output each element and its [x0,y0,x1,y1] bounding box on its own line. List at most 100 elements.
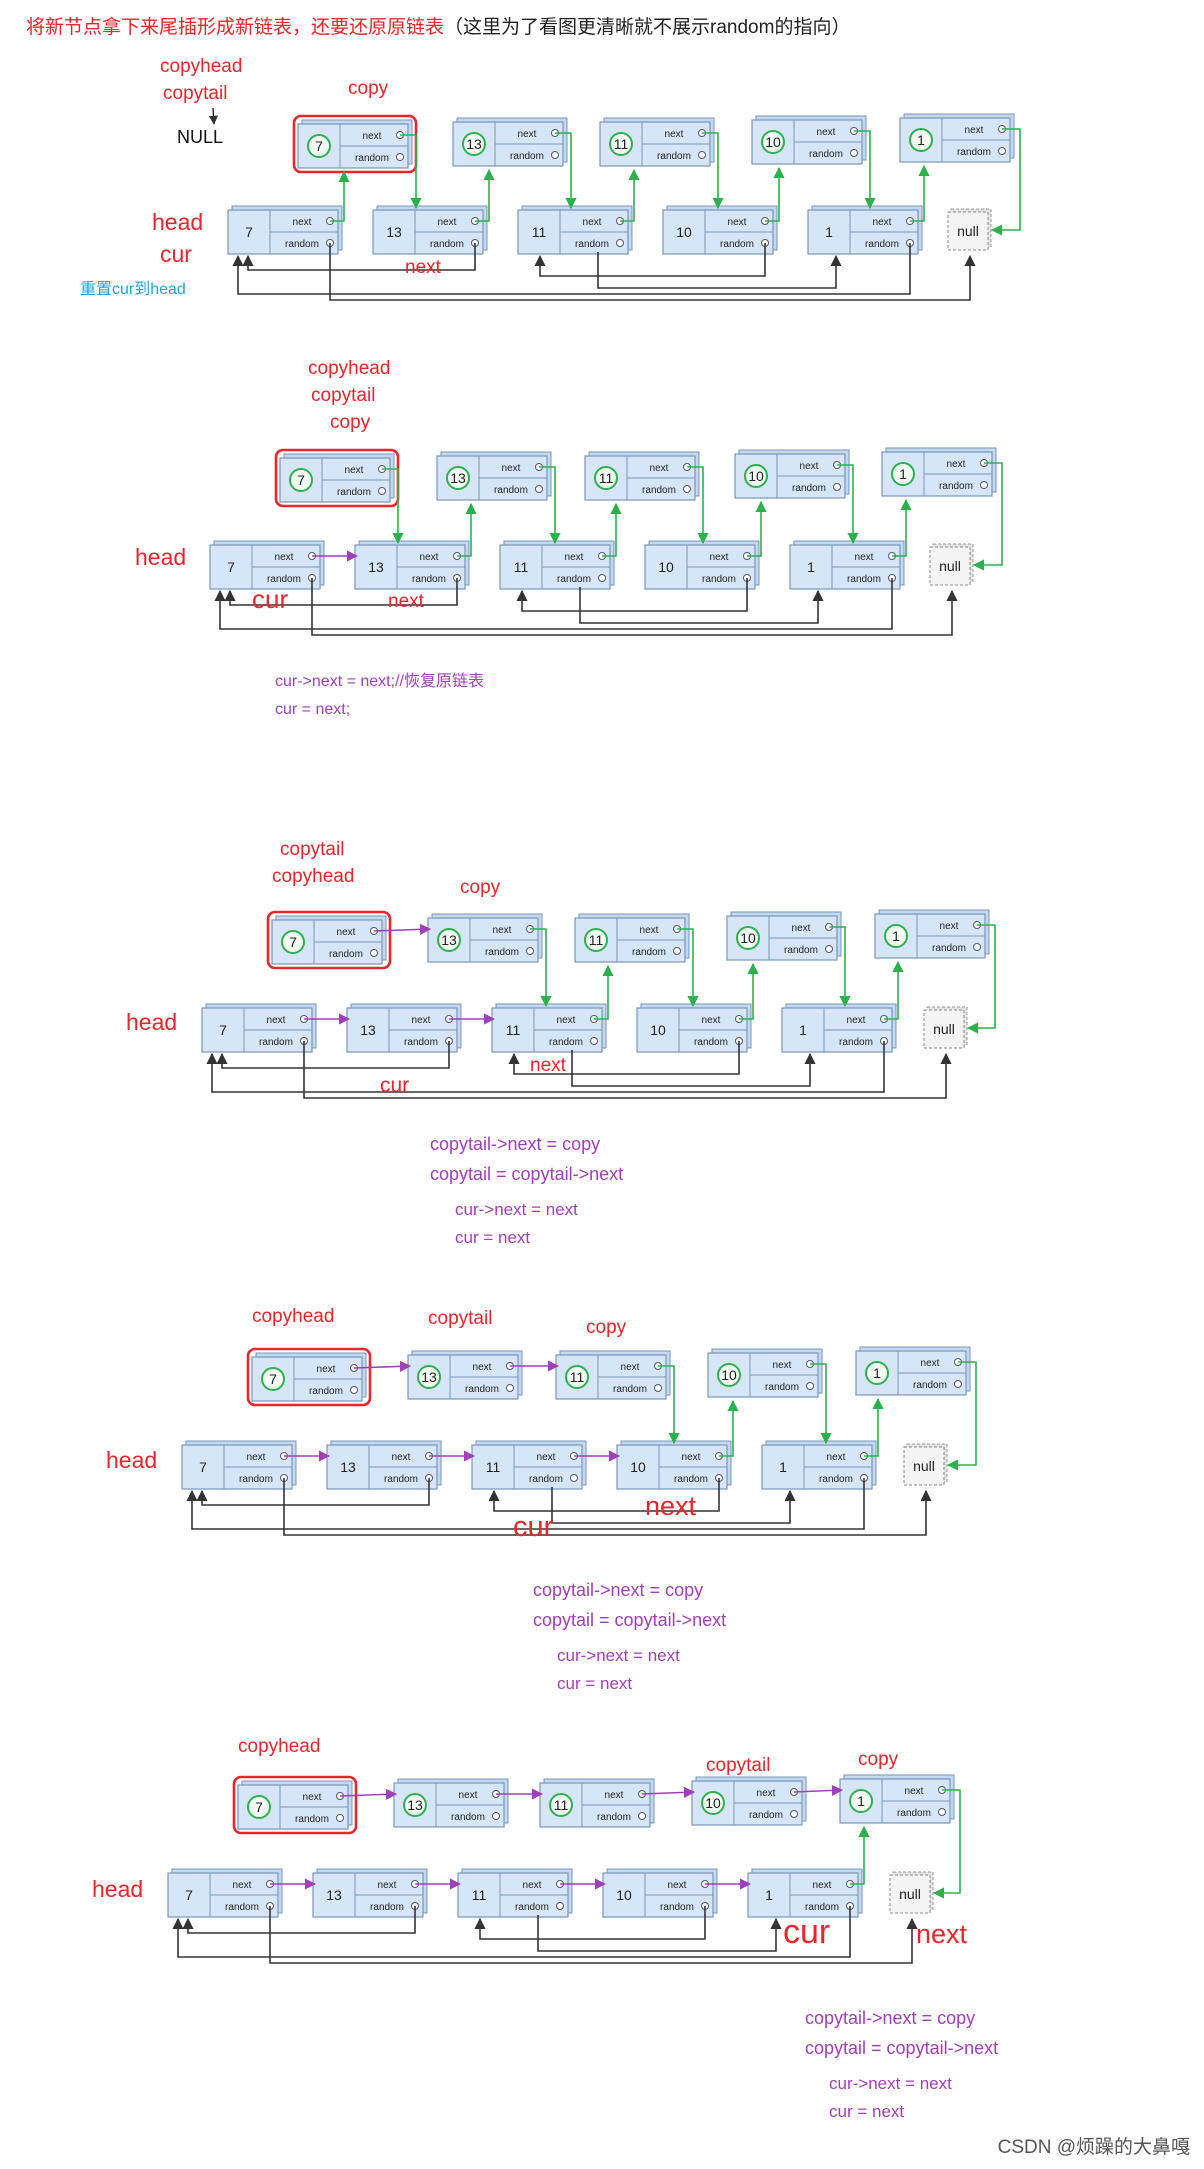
node-next-field: next [378,1880,397,1891]
node-next-field: next [813,1880,832,1891]
random-port [570,1474,578,1482]
random-port [980,481,988,489]
node-random-field: random [285,239,319,250]
copyhead-highlight [232,1775,358,1835]
copyhead-label: copyhead [272,866,354,887]
title-note: （这里为了看图更清晰就不展示random的指向） [444,17,851,38]
random-port [683,485,691,493]
node-next-field: next [565,552,584,563]
copy-label: copy [460,877,501,898]
random-port [973,943,981,951]
node-value: 1 [857,1793,865,1809]
node-next-field: next [275,552,294,563]
null-label: NULL [177,127,223,147]
code-line: cur = next [829,2102,904,2121]
copy-to-null-link [972,462,1003,571]
node-next-field: next [363,131,382,142]
random-port [833,483,841,491]
node-value: 10 [630,1459,646,1475]
node-value: 1 [892,928,900,944]
node-next-field: next [493,925,512,936]
node-random-field: random [355,153,389,164]
node-value: 11 [472,1887,487,1903]
random-loop [216,1041,450,1069]
copy-value-ring [307,134,331,158]
random-port [590,1037,598,1045]
code-line: cur->next = next [829,2074,952,2093]
node-random-field: random [259,1037,293,1048]
random-loop [242,243,476,271]
node-value: 13 [450,470,466,486]
node-value: 13 [326,1887,342,1903]
node-value: 13 [386,224,402,240]
orig-to-copy-link [747,500,767,557]
node-value: 7 [315,138,323,154]
node-next-field: next [817,127,836,138]
node-random-field: random [295,1814,329,1825]
node-value: 7 [199,1459,207,1475]
random-loop [537,1915,782,1952]
random-port [551,151,559,159]
copy-value-ring [865,1361,889,1385]
node-value: 1 [807,559,815,575]
random-port [556,1902,564,1910]
node-value: 7 [255,1799,263,1815]
node-random-field: random [847,574,881,585]
node-next-field: next [800,461,819,472]
node-next-field: next [665,129,684,140]
copy-value-ring [761,130,785,154]
random-loop [551,1487,796,1524]
copy-label: copy [348,78,389,99]
node-value: 7 [269,1371,277,1387]
cur-label: cur [160,241,192,267]
node-random-field: random [485,947,519,958]
node-random-field: random [702,574,736,585]
copyhead-highlight [266,910,392,970]
copy-to-orig-link [837,464,859,545]
random-port [378,487,386,495]
node-random-field: random [267,574,301,585]
node-random-field: random [510,151,544,162]
node-next-field: next [682,1452,701,1463]
node-next-field: next [392,1452,411,1463]
node-next-field: next [728,217,747,228]
null-text: null [913,1458,935,1474]
code-line: cur = next [557,1674,632,1693]
code-line: copytail->next = copy [533,1580,703,1600]
stage-3: 7nextrandom13nextrandom11nextrandom10nex… [201,909,996,1099]
random-loop [172,1906,851,1958]
orig-to-copy-link [884,960,904,1020]
reset-cur-note: 重置cur到head [80,280,186,298]
random-port [370,949,378,957]
copy-value-ring [717,1363,741,1387]
node-value: 11 [554,1797,569,1813]
node-value: 11 [599,470,614,486]
null-node: null [947,208,992,251]
copytail-label: copytail [163,83,227,104]
node-value: 11 [570,1369,585,1385]
node-random-field: random [575,239,609,250]
copy-to-null-link [946,1361,977,1471]
cur-label: cur [783,1913,830,1951]
next-label: next [645,1491,697,1521]
code-line: copytail = copytail->next [805,2038,998,2058]
node-next-field: next [827,1452,846,1463]
stage-2: 7nextrandom13nextrandom11nextrandom10nex… [209,447,1003,636]
copy-to-null-link [966,924,996,1034]
null-body [947,211,989,251]
orig-to-copy-link [457,502,477,557]
node-value: 1 [779,1459,787,1475]
copy-value-ring [891,462,915,486]
node-random-field: random [642,485,676,496]
orig-to-copy-link [910,164,930,222]
